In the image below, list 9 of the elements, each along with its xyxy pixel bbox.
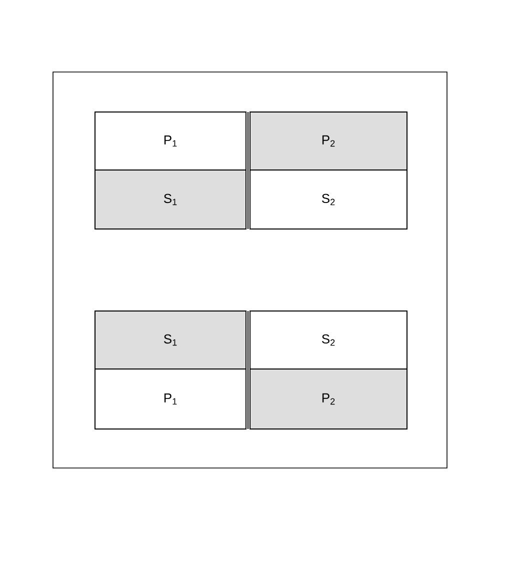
grid-cell: P$_{2}$ [250, 112, 408, 170]
grid-cell: S$_{2}$ [250, 310, 408, 370]
grid-cell: S$_{1}$ [94, 310, 246, 370]
grid-cell: P$_{1}$ [94, 112, 246, 170]
grid-cell: P$_{1}$ [94, 368, 246, 430]
grid-cell: S$_{1}$ [94, 170, 246, 230]
frame-box [52, 72, 448, 468]
grid-cell: S$_{2}$ [250, 170, 408, 230]
grid-cell: P$_{2}$ [250, 368, 408, 430]
